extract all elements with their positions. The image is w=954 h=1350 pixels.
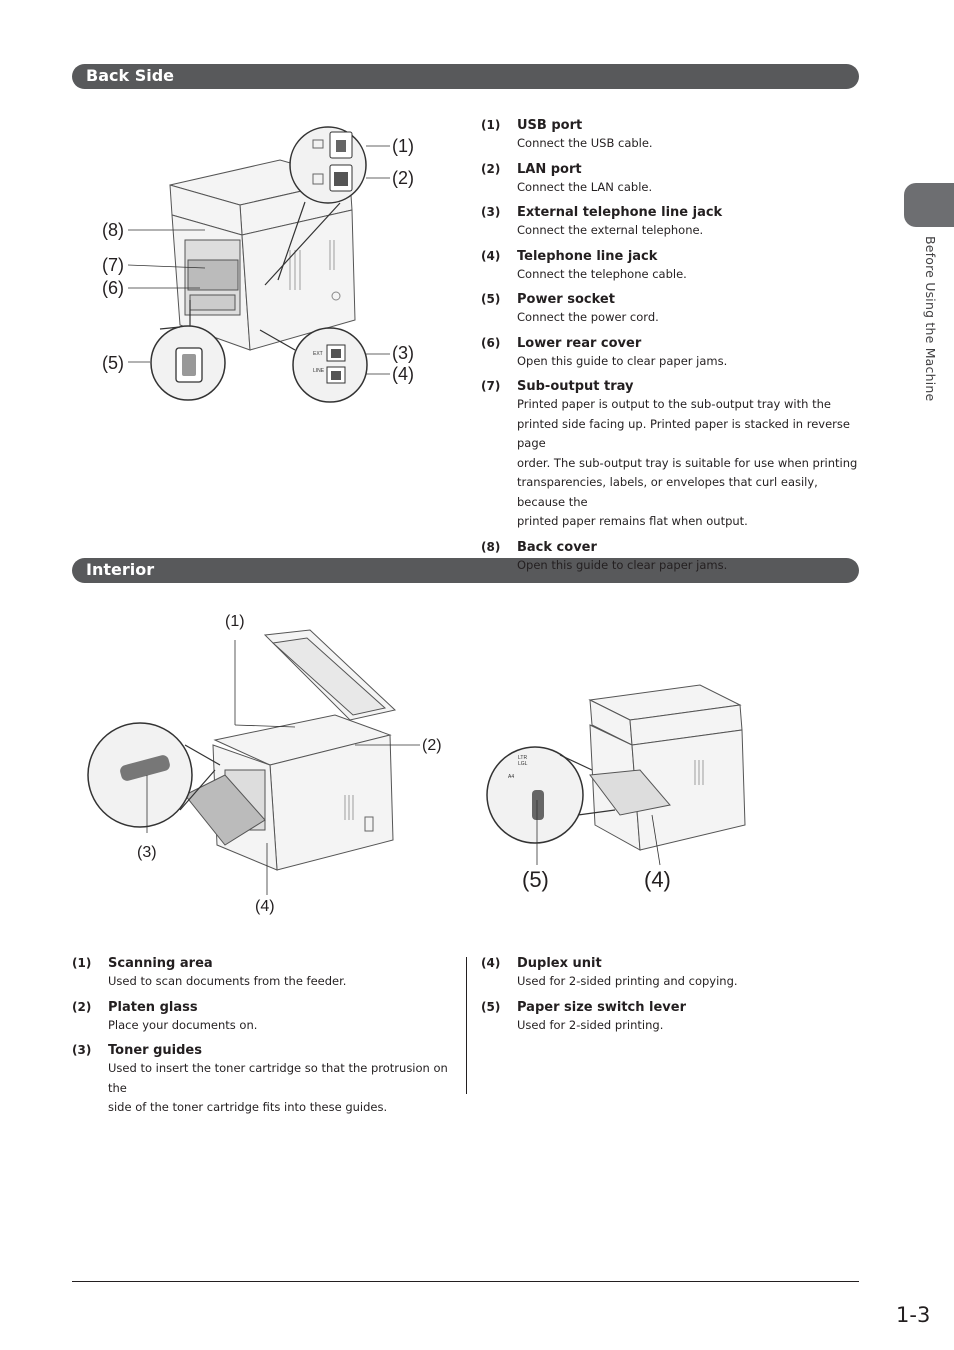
item-name: Paper size switch lever	[517, 999, 686, 1015]
item-text: Open this guide to clear paper jams.	[517, 353, 728, 368]
description-item: (6) Lower rear cover Open this guide to …	[481, 336, 861, 372]
item-name: External telephone line jack	[517, 205, 723, 220]
usb-lan-zoom	[289, 126, 367, 204]
item-text: order. The sub-output tray is suitable f…	[517, 455, 858, 470]
item-text: Used for 2-sided printing and copying.	[517, 974, 738, 988]
description-item: (2) LAN port Connect the LAN cable.	[481, 162, 861, 198]
item-text: Open this guide to clear paper jams.	[517, 557, 728, 572]
section-bar-interior: Interior	[72, 558, 859, 583]
callout-3: (3)	[392, 343, 414, 363]
description-item: (4) Telephone line jack Connect the tele…	[481, 249, 861, 285]
callout-2: (2)	[392, 168, 414, 188]
description-item: (7) Sub-output tray Printed paper is out…	[481, 379, 861, 532]
item-name: LAN port	[517, 161, 582, 177]
callout-1: (1)	[392, 136, 414, 156]
item-name: Platen glass	[108, 999, 198, 1015]
item-name: USB port	[517, 118, 583, 133]
power-socket-zoom	[150, 325, 226, 401]
callout-4: (4)	[392, 364, 414, 384]
interior-descriptions-right: (4) Duplex unit Used for 2-sided printin…	[481, 956, 861, 1043]
description-item: (2) Platen glass Place your documents on…	[72, 1000, 452, 1036]
page-number: 1-3	[896, 1303, 931, 1327]
section-title: Back Side	[86, 66, 174, 85]
description-item: (4) Duplex unit Used for 2-sided printin…	[481, 956, 861, 992]
item-name: Back cover	[517, 539, 597, 555]
callout-4: (4)	[255, 898, 275, 915]
callout-7: (7)	[102, 255, 124, 275]
item-text: side of the toner cartridge fits into th…	[108, 1100, 388, 1114]
interior-descriptions-left: (1) Scanning area Used to scan documents…	[72, 956, 452, 1126]
description-item: (3) External telephone line jack Connect…	[481, 205, 861, 241]
item-text: printed paper remains flat when output.	[517, 514, 748, 528]
phone-jack-zoom: EXT LINE	[292, 327, 368, 403]
a4-label: A4	[508, 774, 514, 780]
column-divider	[466, 957, 467, 1094]
interior-back-illustration: LTR LGL A4 (5) (4)	[486, 684, 746, 892]
callout-6: (6)	[102, 278, 124, 298]
callout-2: (2)	[422, 737, 442, 754]
callout-8: (8)	[102, 220, 124, 240]
back-side-descriptions: (1) USB port Connect the USB cable. (2) …	[481, 118, 861, 583]
item-name: Toner guides	[108, 1043, 202, 1058]
item-name: Duplex unit	[517, 956, 602, 971]
callout-4: (4)	[644, 867, 671, 892]
item-text: Connect the external telephone.	[517, 223, 704, 237]
ext-label: EXT	[313, 351, 323, 357]
item-name: Telephone line jack	[517, 248, 658, 264]
callout-1: (1)	[225, 613, 245, 630]
description-item: (3) Toner guides Used to insert the tone…	[72, 1043, 452, 1118]
item-text: Connect the telephone cable.	[517, 266, 687, 281]
item-text: Used to insert the toner cartridge so th…	[108, 1061, 448, 1095]
item-text: Printed paper is output to the sub-outpu…	[517, 397, 831, 411]
description-item: (5) Power socket Connect the power cord.	[481, 292, 861, 328]
description-item: (1) Scanning area Used to scan documents…	[72, 956, 452, 992]
item-text: Connect the USB cable.	[517, 136, 653, 150]
ltr-label: LTR	[518, 755, 527, 761]
callout-5: (5)	[522, 867, 549, 892]
callout-3: (3)	[137, 844, 157, 861]
item-name: Sub-output tray	[517, 379, 634, 394]
item-text: transparencies, labels, or envelopes tha…	[517, 475, 818, 509]
item-text: Used to scan documents from the feeder.	[108, 974, 347, 988]
item-text: Used for 2-sided printing.	[517, 1017, 664, 1032]
item-text: printed side facing up. Printed paper is…	[517, 416, 850, 451]
chapter-label: Before Using the Machine	[923, 236, 938, 402]
item-text: Place your documents on.	[108, 1017, 258, 1032]
description-item: (8) Back cover Open this guide to clear …	[481, 540, 861, 576]
item-text: Connect the LAN cable.	[517, 179, 653, 194]
section-bar-back-side: Back Side	[72, 64, 859, 89]
item-name: Lower rear cover	[517, 335, 642, 351]
back-side-illustration: EXT LINE (1) (2) (3) (4) (5) (6) (7) (8)	[102, 126, 414, 403]
footer-rule	[72, 1281, 859, 1282]
item-text: Connect the power cord.	[517, 310, 659, 324]
callout-5: (5)	[102, 353, 124, 373]
chapter-tab	[904, 183, 954, 227]
item-name: Scanning area	[108, 956, 213, 971]
section-title: Interior	[86, 560, 155, 579]
line-label: LINE	[313, 368, 325, 374]
interior-front-illustration: (1) (2) (3) (4)	[87, 613, 442, 915]
lgl-label: LGL	[518, 761, 528, 767]
item-name: Power socket	[517, 292, 615, 307]
description-item: (1) USB port Connect the USB cable.	[481, 118, 861, 154]
description-item: (5) Paper size switch lever Used for 2-s…	[481, 1000, 861, 1036]
